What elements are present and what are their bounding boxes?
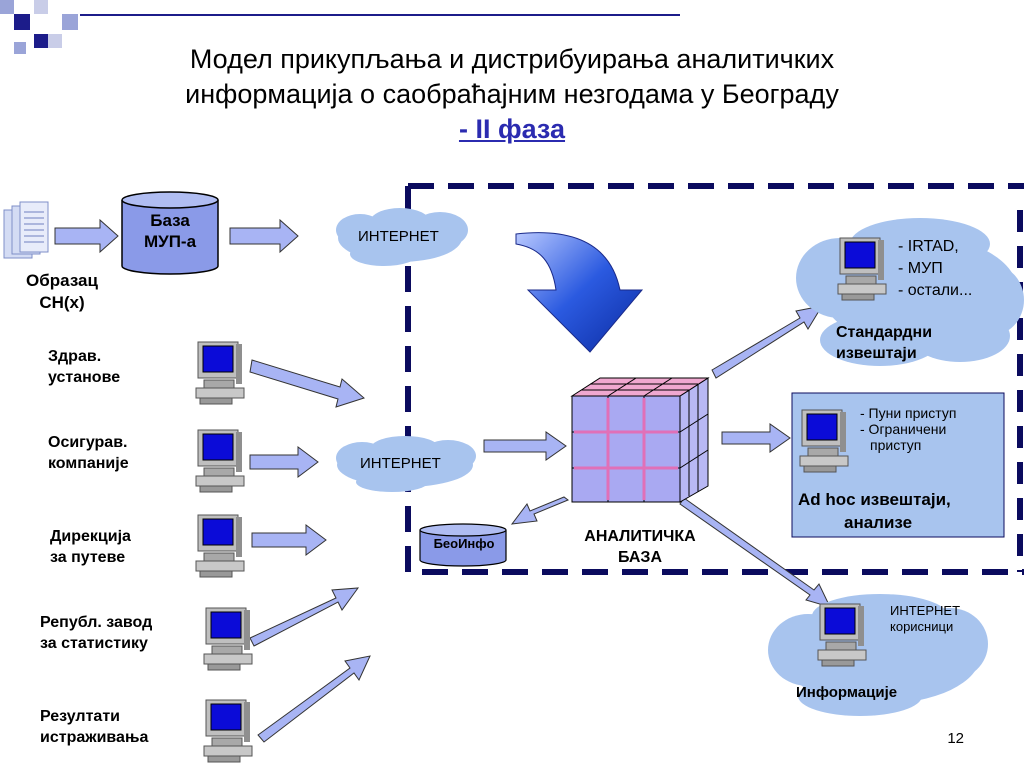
health-label: Здрав. установе — [48, 346, 120, 388]
adhoc-item-2: - Ограничени — [860, 421, 947, 437]
health-line-2: установе — [48, 369, 121, 386]
standard-item-3: - остали... — [898, 282, 973, 299]
arrow-health — [249, 359, 366, 408]
statistics-line-2: за статистику — [40, 635, 148, 652]
internet-mid-label: ИНТЕРНЕТ — [360, 455, 441, 472]
mup-db-label: База МУП-а — [124, 210, 216, 252]
computer-standard-icon — [837, 237, 887, 301]
roads-label: Дирекција за путеве — [50, 526, 131, 568]
analytic-cube-icon — [570, 377, 710, 503]
computer-roads-icon — [195, 514, 245, 578]
health-line-1: Здрав. — [48, 348, 102, 365]
computer-adhoc-icon — [799, 409, 849, 473]
form-label-text: Образац СН(х) — [26, 271, 98, 312]
arrow-form-to-db — [54, 218, 119, 254]
standard-label-2: извештаји — [836, 345, 917, 362]
mup-database-icon — [121, 191, 219, 275]
page-title: Модел прикупљања и дистрибуирања аналити… — [0, 42, 1024, 147]
statistics-label: Републ. завод за статистику — [40, 612, 152, 654]
big-curved-arrow — [515, 232, 644, 353]
internet-users-line-2: корисници — [890, 619, 954, 634]
adhoc-access-list: - Пуни приступ - Ограничени приступ — [860, 405, 956, 453]
computer-insurance-icon — [195, 429, 245, 493]
title-line-2: информација о саобраћајним незгодама у Б… — [185, 79, 839, 109]
arrow-insurance — [249, 446, 319, 478]
adhoc-label: Ad hoc извештаји, анализе — [796, 488, 996, 534]
internet-users-line-1: ИНТЕРНЕТ — [890, 603, 961, 618]
mup-db-line-1: База — [150, 211, 190, 230]
beoinfo-database-icon — [419, 523, 507, 567]
form-document-icon — [3, 201, 49, 259]
arrow-internet-to-db — [483, 431, 567, 461]
internet-top-label: ИНТЕРНЕТ — [358, 228, 439, 245]
standard-item-2: - МУП — [898, 260, 943, 277]
beoinfo-label: БеоИнфо — [433, 536, 495, 551]
form-label: Образац СН(х) — [12, 270, 112, 314]
research-line-1: Резултати — [40, 708, 120, 725]
standard-reports-list: - IRTAD, - МУП - остали... — [898, 236, 972, 302]
mup-db-line-2: МУП-а — [143, 232, 197, 251]
adhoc-label-1: Ad hoc извештаји, — [798, 490, 951, 509]
arrow-to-internet-users — [679, 497, 831, 608]
statistics-line-1: Републ. завод — [40, 614, 153, 631]
title-line-1: Модел прикупљања и дистрибуирања аналити… — [189, 44, 835, 74]
research-line-2: истраживања — [40, 729, 149, 746]
analytic-db-label: АНАЛИТИЧКА БАЗА — [560, 526, 720, 568]
cloud-internet-top — [336, 208, 468, 266]
arrow-research — [257, 655, 371, 743]
adhoc-label-2: анализе — [844, 513, 913, 532]
research-label: Резултати истраживања — [40, 706, 148, 748]
cloud-standard-reports — [796, 218, 1024, 366]
analytic-db-line-2: БАЗА — [617, 549, 663, 566]
analytic-db-line-1: АНАЛИТИЧКА — [584, 528, 696, 545]
computer-users-icon — [817, 603, 867, 667]
cloud-internet-mid — [336, 436, 476, 492]
computer-statistics-icon — [203, 607, 253, 671]
standard-label-1: Стандардни — [836, 324, 933, 341]
standard-reports-label: Стандардни извештаји — [836, 322, 932, 364]
arrow-db-to-beoinfo — [510, 496, 570, 525]
arrow-statistics — [249, 587, 360, 647]
insurance-line-1: Осигурав. — [48, 434, 128, 451]
title-phase: - II фаза — [458, 114, 566, 144]
roads-line-2: за путеве — [50, 549, 126, 566]
arrow-to-adhoc — [721, 423, 791, 453]
roads-line-1: Дирекција — [50, 528, 131, 545]
information-label: Информације — [796, 684, 898, 701]
arrow-to-standard-reports — [711, 305, 824, 379]
computer-health-icon — [195, 341, 245, 405]
adhoc-item-3: приступ — [870, 437, 922, 453]
arrow-roads — [251, 524, 327, 556]
arrow-db-to-internet — [229, 218, 299, 254]
dashed-region-border — [405, 183, 1024, 575]
insurance-line-2: компаније — [48, 455, 129, 472]
computer-research-icon — [203, 699, 253, 763]
internet-users-text: ИНТЕРНЕТ корисници — [890, 603, 960, 635]
page-number: 12 — [947, 730, 964, 747]
adhoc-item-1: - Пуни приступ — [860, 405, 957, 421]
standard-item-1: - IRTAD, — [898, 238, 959, 255]
insurance-label: Осигурав. компаније — [48, 432, 129, 474]
